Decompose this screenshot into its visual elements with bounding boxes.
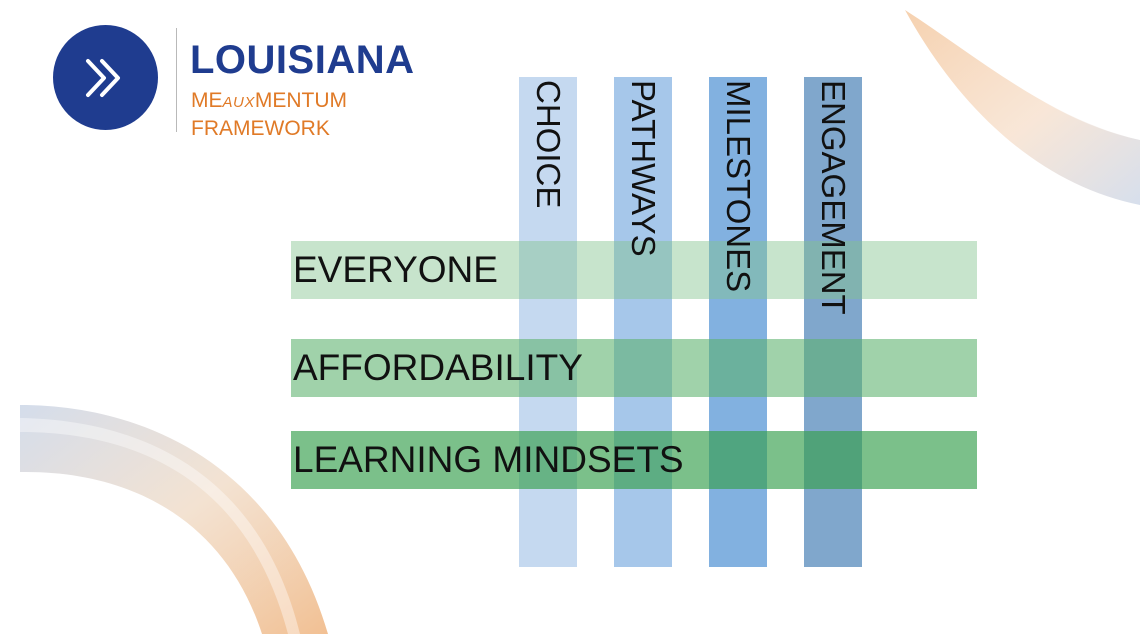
- logo-subtitle-prefix: ME: [191, 89, 223, 112]
- row-label-affordability: AFFORDABILITY: [293, 347, 583, 388]
- double-chevron-right-icon: [85, 58, 120, 97]
- column-label-milestones: MILESTONES: [720, 80, 757, 293]
- row-label-everyone: EVERYONE: [293, 249, 498, 290]
- row-band-everyone: [291, 241, 977, 299]
- column-label-engagement: ENGAGEMENT: [815, 80, 852, 315]
- row-band-learning-mindsets: [291, 431, 977, 489]
- logo-subtitle-line1: MEAUXMENTUM: [191, 89, 347, 115]
- logo-divider: [176, 28, 177, 132]
- column-label-pathways: PATHWAYS: [625, 80, 662, 257]
- column-label-choice: CHOICE: [530, 80, 567, 209]
- row-label-learning-mindsets: LEARNING MINDSETS: [293, 439, 684, 480]
- logo-badge: [53, 25, 158, 130]
- row-band-affordability: [291, 339, 977, 397]
- logo-subtitle-italic: AUX: [222, 94, 255, 111]
- logo-title: LOUISIANA: [190, 38, 415, 82]
- logo-subtitle-suffix: MENTUM: [254, 89, 347, 112]
- logo-subtitle-line2: FRAMEWORK: [191, 117, 330, 140]
